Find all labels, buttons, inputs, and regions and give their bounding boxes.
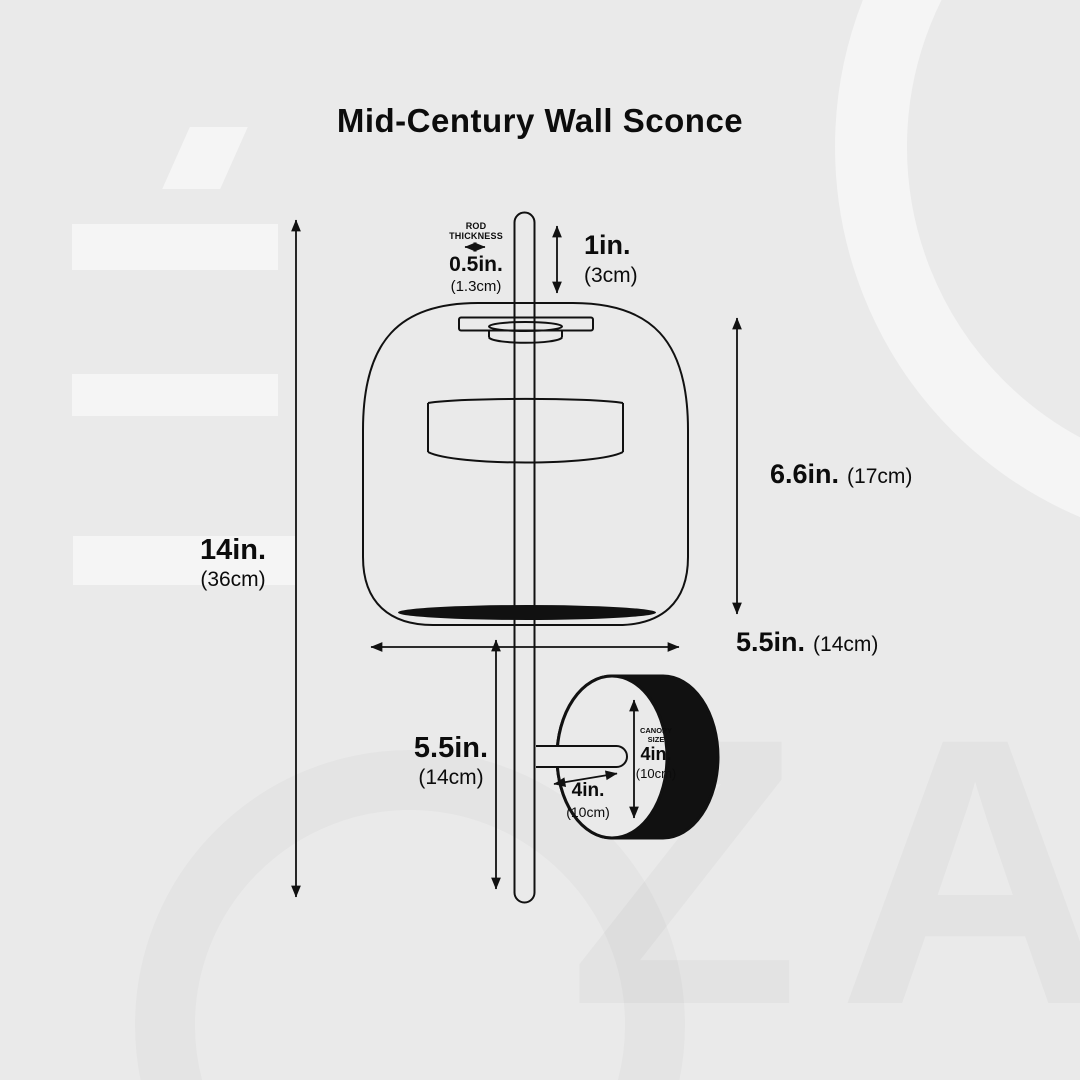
rod-exposure-value: 1in. (3cm) <box>584 230 638 287</box>
rod-thickness-value: 0.5in. (1.3cm) <box>449 253 503 296</box>
page-title: Mid-Century Wall Sconce <box>336 102 744 139</box>
rod-drop-value: 5.5in. (14cm) <box>413 732 489 789</box>
hanging-rod <box>513 211 536 904</box>
total-height-value: 14in. (36cm) <box>199 534 267 591</box>
canopy-size-value: CANOPY SIZE 4in. (10cm) <box>635 726 677 781</box>
canopy-arm <box>536 745 628 768</box>
rod-thickness-caption: ROD THICKNESS <box>449 221 503 242</box>
dimension-arrows <box>291 219 742 898</box>
glass-bottom-opening <box>398 605 656 620</box>
top-cap-disc <box>458 316 594 344</box>
glass-height-value: 6.6in. (17cm) <box>770 459 913 489</box>
inner-shade-cylinder <box>427 397 624 464</box>
canopy-depth-value: 4in. (10cm) <box>566 780 610 820</box>
dim-canopy-depth <box>553 770 618 787</box>
glass-shade-outline <box>362 302 689 626</box>
glass-width-value: 5.5in. (14cm) <box>736 627 879 657</box>
